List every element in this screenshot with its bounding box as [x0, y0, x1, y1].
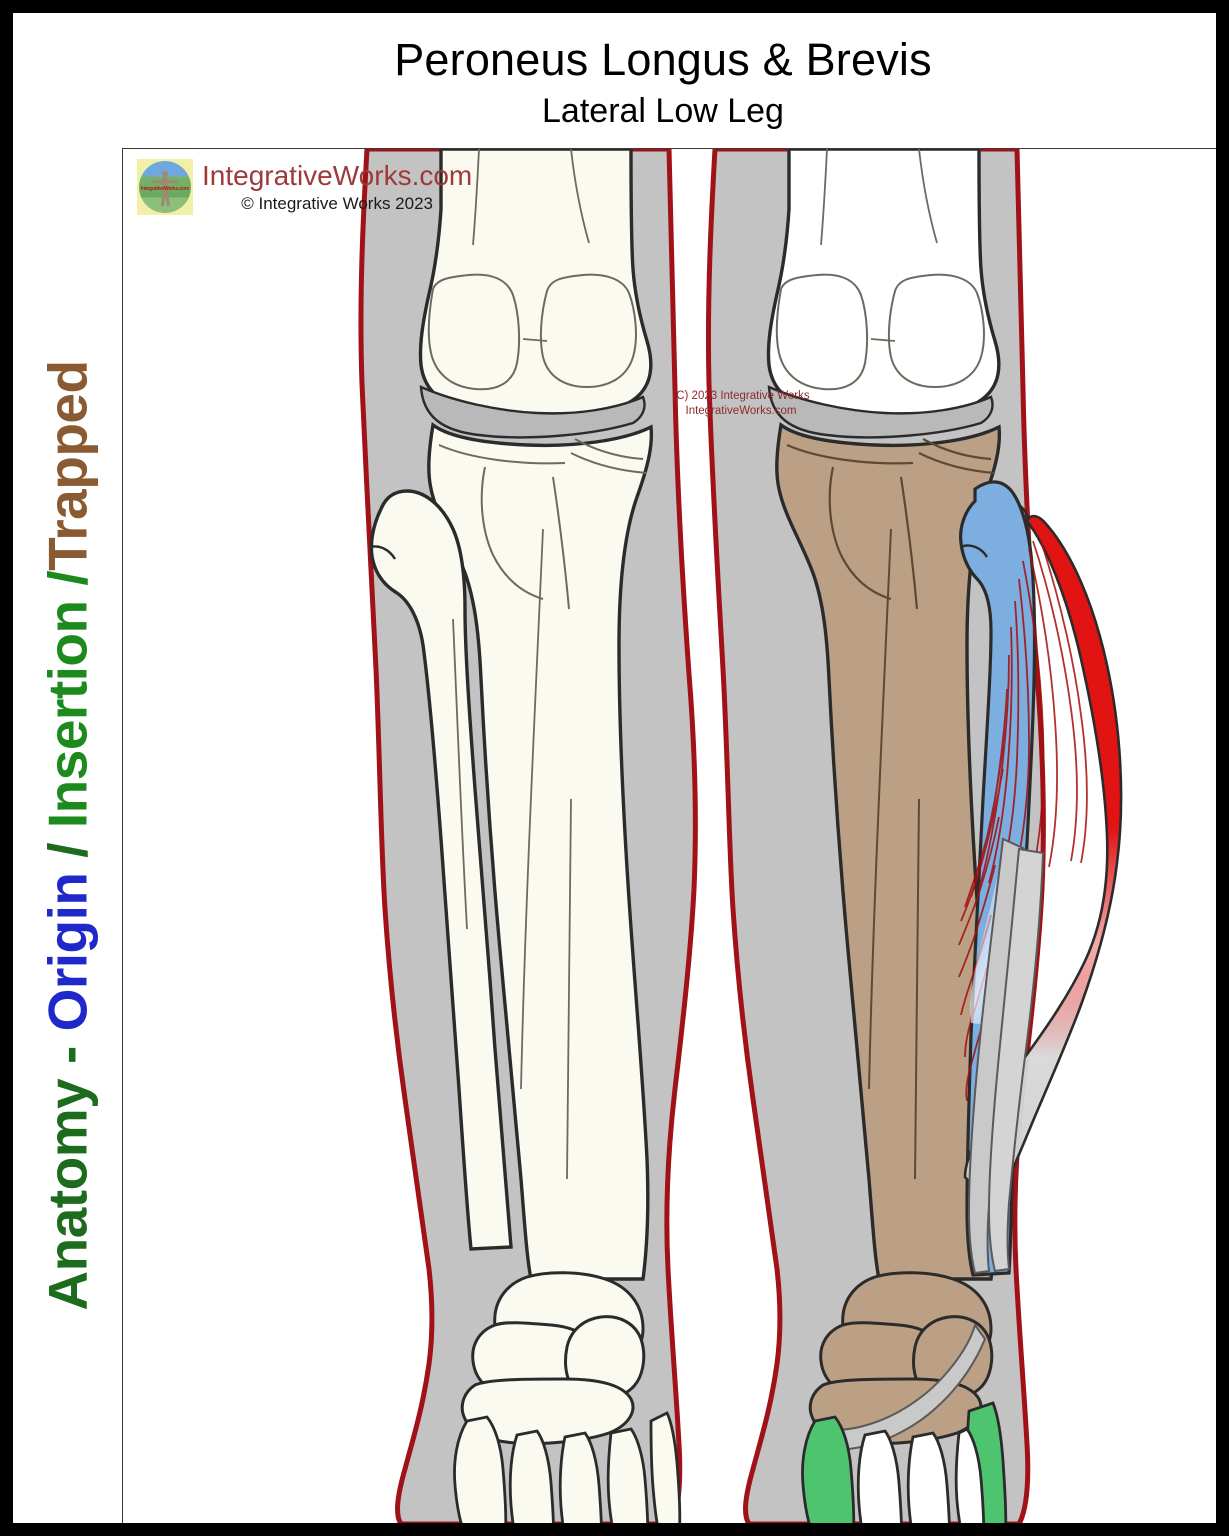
left-knee-cartilage — [419, 385, 646, 439]
right-femur — [766, 149, 1001, 420]
left-cuneiforms — [460, 1377, 635, 1445]
left-femur-condyle-right — [539, 273, 637, 389]
label-segment-origin: Origin — [36, 872, 99, 1032]
right-metatarsal-4 — [954, 1427, 986, 1523]
integrative-works-logo-icon: IntegrativeWorks.com — [137, 159, 193, 215]
logo-figure-arms — [152, 180, 178, 183]
left-tibia-plateau-line-a — [438, 444, 566, 465]
logo-figure-leg-right — [164, 192, 170, 207]
branding-block: IntegrativeWorks.com IntegrativeWorks.co… — [137, 159, 472, 215]
label-segment-insertion: Insertion — [36, 600, 99, 829]
right-leg-figure — [705, 149, 1123, 1523]
right-tibia-tubercle — [828, 466, 892, 601]
left-tibia-plateau-line-b — [574, 438, 644, 460]
left-femur-intercondylar-line — [522, 338, 548, 342]
left-tibia-shaft-line-2 — [566, 798, 572, 1180]
vertical-category-label: Anatomy - Origin / Insertion /Trapped — [13, 148, 123, 1523]
vertical-category-text: Anatomy - Origin / Insertion /Trapped — [37, 360, 99, 1310]
left-tibia — [427, 421, 654, 1281]
left-metatarsal-5 — [649, 1411, 682, 1523]
left-metatarsal-4 — [606, 1427, 650, 1523]
title-block: Peroneus Longus & Brevis Lateral Low Leg — [123, 33, 1203, 133]
peroneus-brevis-tendon — [987, 847, 1045, 1273]
poster-page: Peroneus Longus & Brevis Lateral Low Leg… — [13, 13, 1216, 1523]
right-metatarsal-2 — [856, 1429, 903, 1523]
logo-figure-torso — [162, 177, 168, 195]
right-fibula-head-notch — [960, 544, 989, 558]
right-femur-intercondylar-line — [870, 338, 896, 342]
illustration-panel: IntegrativeWorks.com IntegrativeWorks.co… — [122, 148, 1216, 1523]
right-knee-cartilage — [767, 385, 994, 439]
vitruvian-figure-icon — [152, 171, 178, 207]
label-segment-separator-2: / — [36, 570, 99, 601]
branding-text: IntegrativeWorks.com © Integrative Works… — [202, 159, 472, 215]
first-metatarsal-insertion — [801, 1415, 856, 1523]
left-metatarsal-1 — [453, 1415, 508, 1523]
right-metatarsal-3 — [906, 1431, 951, 1523]
left-tibia-ridge-a — [552, 476, 570, 610]
page-title: Peroneus Longus & Brevis — [394, 34, 932, 85]
right-tibia-plateau-line-a — [786, 443, 914, 465]
left-tibia-tubercle — [480, 466, 544, 600]
left-fibula-shaft-line — [452, 618, 468, 930]
left-femur-shaft-line-a — [472, 149, 480, 246]
left-tibia-shaft-line — [520, 528, 544, 1090]
left-tibia-plateau-line-c — [570, 452, 648, 474]
left-metatarsal-2 — [508, 1429, 555, 1523]
label-segment-anatomy: Anatomy - — [36, 1031, 99, 1311]
right-tibia-plateau-line-c — [918, 452, 996, 475]
right-tibia-shaft-line — [868, 528, 892, 1090]
right-tibia-shaft-line-2 — [914, 798, 920, 1180]
anatomy-illustration — [358, 149, 1123, 1523]
left-fibula — [369, 489, 513, 1251]
right-femur-shaft-line-b — [918, 149, 938, 244]
logo-figure-head — [162, 171, 168, 178]
page-subtitle: Lateral Low Leg — [542, 92, 784, 130]
right-tibia-plateau-line-b — [922, 438, 992, 461]
left-femur-shaft-line-b — [570, 149, 590, 244]
left-fibula-head-notch — [370, 545, 397, 560]
right-femur-condyle-left — [775, 273, 869, 391]
brand-domain: IntegrativeWorks.com — [202, 160, 473, 191]
left-femur-condyle-left — [427, 273, 521, 391]
right-femur-condyle-right — [887, 273, 985, 389]
right-tibia-ridge-a — [899, 476, 919, 610]
left-metatarsal-3 — [558, 1431, 603, 1523]
right-femur-shaft-line-a — [820, 149, 828, 246]
left-leg-figure — [358, 149, 698, 1523]
brand-copyright: © Integrative Works 2023 — [241, 194, 433, 213]
label-segment-trapped: Trapped — [36, 360, 99, 571]
logo-inner-text: IntegrativeWorks.com — [140, 186, 190, 192]
logo-disc: IntegrativeWorks.com — [139, 161, 191, 213]
label-segment-separator-1: / — [36, 828, 99, 873]
